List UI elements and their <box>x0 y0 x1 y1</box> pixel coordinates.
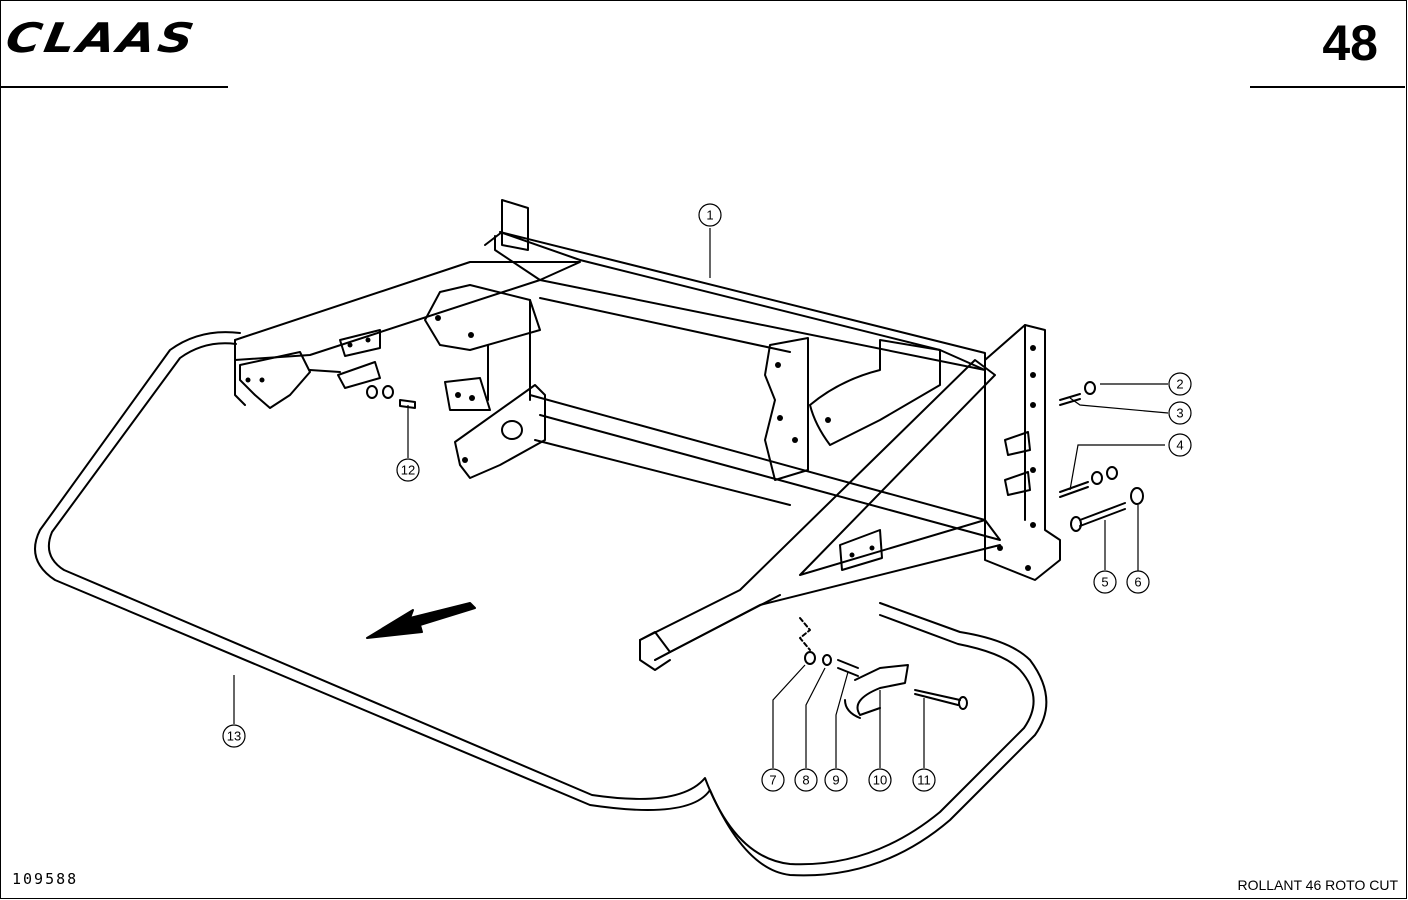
callout-label-13: 13 <box>227 729 241 744</box>
left-side-arm <box>234 261 581 361</box>
callout-label-6: 6 <box>1134 575 1141 590</box>
model-name: ROLLANT 46 ROTO CUT <box>1237 877 1398 893</box>
callout-8 <box>794 768 818 792</box>
callout-label-7: 7 <box>769 773 776 788</box>
callout-1 <box>698 203 722 227</box>
page-number: 48 <box>1322 15 1378 71</box>
callout-13 <box>222 724 246 748</box>
callout-label-11: 11 <box>917 773 931 788</box>
lower-cross-tube <box>529 394 1001 541</box>
right-mounting-plate <box>984 324 1061 581</box>
diagonal-drawbar <box>639 359 996 641</box>
callout-10 <box>868 768 892 792</box>
left-gusset-plate <box>424 284 541 351</box>
callout-9 <box>824 768 848 792</box>
header-rule-right <box>1250 86 1405 88</box>
callout-label-3: 3 <box>1176 406 1183 421</box>
callout-label-8: 8 <box>802 773 809 788</box>
callout-5 <box>1093 570 1117 594</box>
callout-label-10: 10 <box>873 773 887 788</box>
middle-bracket-plate <box>764 337 809 481</box>
callout-label-9: 9 <box>832 773 839 788</box>
callout-label-1: 1 <box>706 208 713 223</box>
callout-label-4: 4 <box>1176 438 1183 453</box>
callout-label-12: 12 <box>401 463 415 478</box>
guard-bar <box>34 331 1048 877</box>
callout-label-2: 2 <box>1176 377 1183 392</box>
drawing-number: 109588 <box>12 870 79 888</box>
header-rule-left <box>0 86 228 88</box>
callout-3 <box>1168 401 1192 425</box>
callout-6 <box>1126 570 1150 594</box>
callout-12 <box>396 458 420 482</box>
callout-7 <box>761 768 785 792</box>
callout-11 <box>912 768 936 792</box>
direction-arrow <box>366 602 476 639</box>
callout-2 <box>1168 372 1192 396</box>
main-frame-top-beam <box>499 231 986 371</box>
callout-4 <box>1168 433 1192 457</box>
callout-label-5: 5 <box>1101 575 1108 590</box>
left-lower-bracket <box>454 384 546 479</box>
